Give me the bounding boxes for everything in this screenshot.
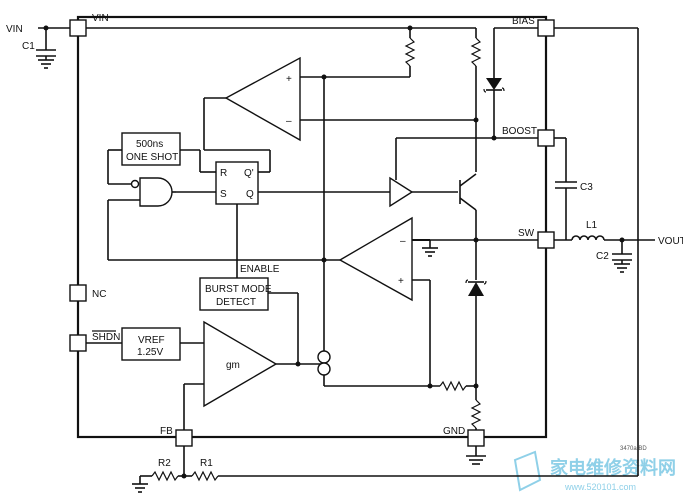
ff-qbar-label: Q' [244,168,254,179]
watermark-url: www.520101.com [564,482,636,492]
comparator: – + [338,216,413,302]
pin-nc [69,284,87,302]
gm-label: gm [226,360,240,371]
ext-r2-label: R2 [158,458,171,469]
ext-r1-label: R1 [200,458,213,469]
pin-vin [69,19,87,37]
comp-minus: – [400,236,406,247]
pin-fb-label: FB [160,426,173,437]
one-shot-line1: 500ns [136,139,163,150]
pin-sw [537,231,555,249]
ff-q-label: Q [246,189,254,200]
pin-boost-label: BOOST [502,126,537,137]
enable-label: ENABLE [240,264,280,275]
flip-flop: R S Q' Q [215,161,259,205]
comp-plus: + [398,276,404,287]
junctions [43,25,625,479]
pin-nc-label: NC [92,289,106,300]
pin-labels: VIN BIAS BOOST SW NC SHDN FB GND [92,13,537,437]
burst-mode-block: BURST MODE DETECT [199,277,272,311]
watermark-brand: 家电维修资料网 [550,457,676,478]
ext-c3-label: C3 [580,182,593,193]
pin-bias [537,19,555,37]
vref-block: VREF 1.25V [121,327,181,361]
pin-shdn [69,334,87,352]
amp-top-plus: + [286,74,292,85]
vref-line2: 1.25V [137,347,163,358]
pin-sw-label: SW [518,228,535,239]
ff-r-label: R [220,168,227,179]
ff-s-label: S [220,189,227,200]
ext-vin-label: VIN [6,24,23,35]
ic-outline [76,15,548,439]
gm-amp: gm [203,320,278,408]
bias-diode [483,78,505,93]
nand-gate [130,177,176,207]
burst-line1: BURST MODE [205,284,272,295]
vref-line1: VREF [138,335,165,346]
pin-bias-label: BIAS [512,16,535,27]
pin-boost [537,129,555,147]
ext-l1-label: L1 [586,220,598,231]
amp-top-minus: – [286,116,292,127]
pin-shdn-label: SHDN [92,332,120,343]
current-source [317,350,331,376]
catch-diode [465,279,487,296]
ext-vout-label: VOUT [658,236,683,247]
watermark: 家电维修资料网 www.520101.com [513,450,676,492]
figure-code: 3470a BD [620,446,647,452]
external-labels: VIN C1 C3 L1 C2 VOUT R2 R1 3470a BD [6,24,683,469]
ext-c2-label: C2 [596,251,609,262]
pin-gnd-label: GND [443,426,465,437]
pins [69,19,555,447]
one-shot-line2: ONE SHOT [126,152,178,163]
ext-c1-label: C1 [22,41,35,52]
one-shot-block: 500ns ONE SHOT [121,132,181,166]
error-amp-top: + – [224,56,301,142]
driver-buffer [389,176,414,208]
pin-gnd [467,429,485,447]
pin-vin-label: VIN [92,13,109,24]
pin-fb [175,429,193,447]
burst-line2: DETECT [216,297,256,308]
